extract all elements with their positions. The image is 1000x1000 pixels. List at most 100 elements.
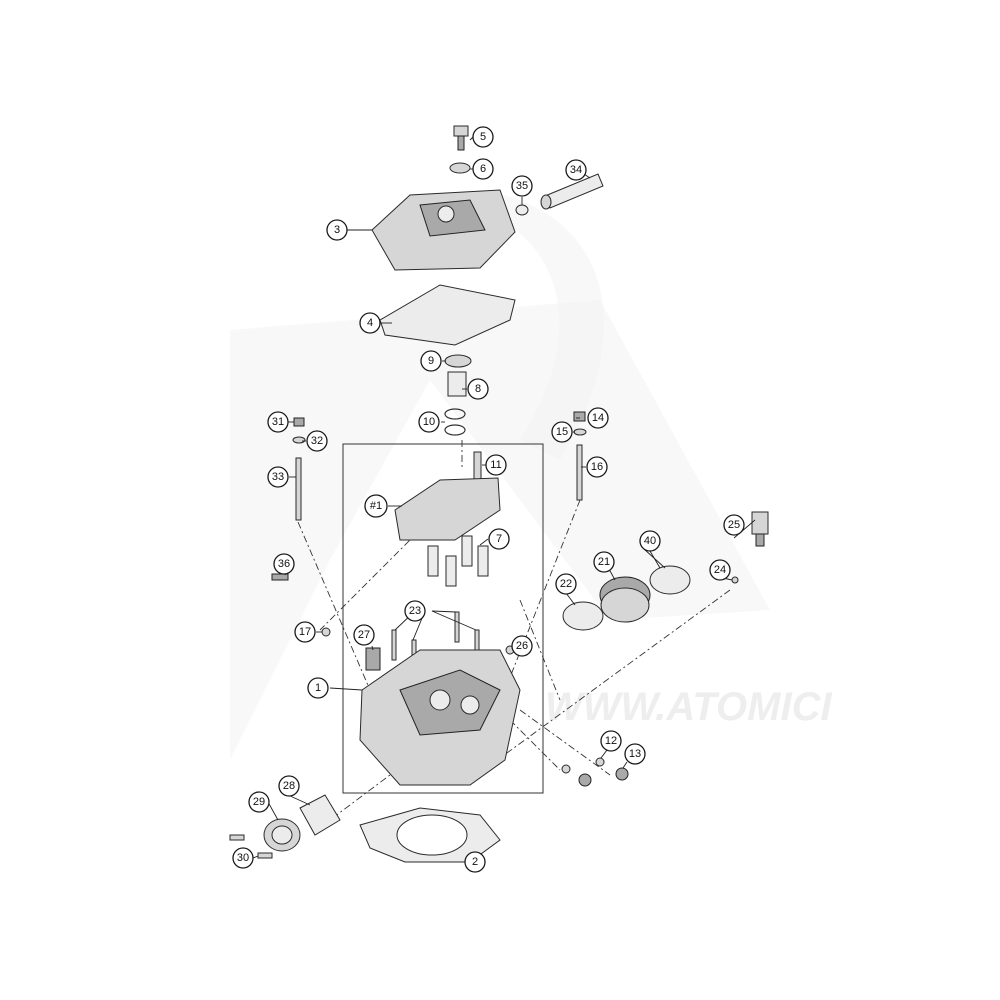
callout-28: 28 (278, 775, 300, 797)
callout-34-label: 34 (570, 164, 582, 176)
callout-16: 16 (586, 456, 608, 478)
nut-left-part (293, 417, 305, 427)
callout-11: 11 (485, 454, 507, 476)
callout-25: 25 (723, 514, 745, 536)
temp-sensor-part (751, 511, 769, 547)
callout-12: 12 (600, 730, 622, 752)
callout-8-label: 8 (475, 383, 481, 395)
callout-6: 6 (472, 158, 494, 180)
callout-16-label: 16 (591, 461, 603, 473)
clamp-part (515, 204, 529, 216)
callout-1: 1 (307, 677, 329, 699)
callout-9-label: 9 (428, 355, 434, 367)
callout-27: 27 (353, 624, 375, 646)
callout-24: 24 (709, 559, 731, 581)
stud-left-part (295, 457, 302, 521)
callout-30-label: 30 (237, 852, 249, 864)
stud-right-part (576, 444, 583, 501)
cover-gasket-part (379, 284, 516, 346)
bolt-part (453, 125, 469, 151)
callout-36-label: 36 (278, 558, 290, 570)
callout-5-label: 5 (480, 131, 486, 143)
callout-3: 3 (326, 219, 348, 241)
flange-gasket-part (299, 794, 341, 836)
watermark-text: WWW.ATOMICI (545, 685, 832, 729)
manifold-clamp-part (649, 565, 691, 595)
callout-28-label: 28 (283, 780, 295, 792)
intake-manifold-part (599, 576, 651, 623)
o-rings-part (444, 408, 466, 436)
callout-15-label: 15 (556, 426, 568, 438)
camshaft-bridge-part (394, 477, 501, 541)
watermark: WWW.ATOMICI (230, 190, 832, 760)
callout-40: 40 (639, 530, 661, 552)
callout-25-label: 25 (728, 519, 740, 531)
seal-ring-2-part (561, 764, 571, 774)
callout-17: 17 (294, 621, 316, 643)
callout-30: 30 (232, 847, 254, 869)
callout-32: 32 (306, 430, 328, 452)
ring-part (444, 354, 472, 368)
callout-2: 2 (464, 851, 486, 873)
callout-4-label: 4 (367, 317, 373, 329)
callout-13: 13 (624, 743, 646, 765)
cylinder-head-part (359, 649, 521, 786)
callout-29-label: 29 (253, 796, 265, 808)
callout-15: 15 (551, 421, 573, 443)
callout-7-label: 7 (496, 533, 502, 545)
exhaust-bolt-1-part (229, 834, 245, 841)
callout-17-label: 17 (299, 626, 311, 638)
callout-10: 10 (418, 411, 440, 433)
callout-8: 8 (467, 378, 489, 400)
callout-26: 26 (511, 635, 533, 657)
callout-33: 33 (267, 466, 289, 488)
callout-40-label: 40 (644, 535, 656, 547)
callout-10-label: 10 (423, 416, 435, 428)
washer-part (449, 162, 471, 174)
callout-6-label: 6 (480, 163, 486, 175)
callout-31: 31 (267, 411, 289, 433)
valve-tappets-part (427, 535, 489, 587)
head-gasket-part (359, 807, 501, 863)
nut-right-part (573, 411, 586, 422)
sensor-plug-part (365, 647, 381, 671)
plug-screw-2-part (578, 773, 592, 787)
callout-3-label: 3 (334, 224, 340, 236)
callout-24-label: 24 (714, 564, 726, 576)
callout-32-label: 32 (311, 435, 323, 447)
callout-35-label: 35 (516, 180, 528, 192)
callout-31-label: 31 (272, 416, 284, 428)
callout-14: 14 (587, 407, 609, 429)
fitting-part (271, 573, 289, 581)
callout-36: 36 (273, 553, 295, 575)
callout-hash-1: #1 (364, 494, 388, 518)
callout-35: 35 (511, 175, 533, 197)
sleeve-part (447, 371, 467, 397)
hose-part (540, 173, 604, 210)
washer-left-part (292, 436, 306, 444)
callout-21-label: 21 (598, 556, 610, 568)
valve-cover-part (371, 189, 516, 271)
callout-23: 23 (404, 600, 426, 622)
callout-21: 21 (593, 551, 615, 573)
hose-clamp-part (562, 601, 604, 631)
callout-5: 5 (472, 126, 494, 148)
callouts: 1 2 3 4 5 6 7 8 9 10 11 12 13 14 15 16 1… (232, 126, 745, 873)
callout-2-label: 2 (472, 856, 478, 868)
exhaust-flange-part (263, 818, 301, 852)
sensor-seal-part (731, 576, 739, 584)
callout-12-label: 12 (605, 735, 617, 747)
callout-22: 22 (555, 573, 577, 595)
callout-22-label: 22 (560, 578, 572, 590)
callout-4: 4 (359, 312, 381, 334)
plug-screw-part (615, 767, 629, 781)
callout-7: 7 (488, 528, 510, 550)
callout-11-label: 11 (490, 459, 501, 471)
callout-hash-1-label: #1 (370, 500, 382, 512)
assembly-frame (342, 443, 544, 794)
callout-33-label: 33 (272, 471, 284, 483)
exhaust-bolt-2-part (257, 852, 273, 859)
callout-27-label: 27 (358, 629, 370, 641)
callout-1-label: 1 (315, 682, 321, 694)
